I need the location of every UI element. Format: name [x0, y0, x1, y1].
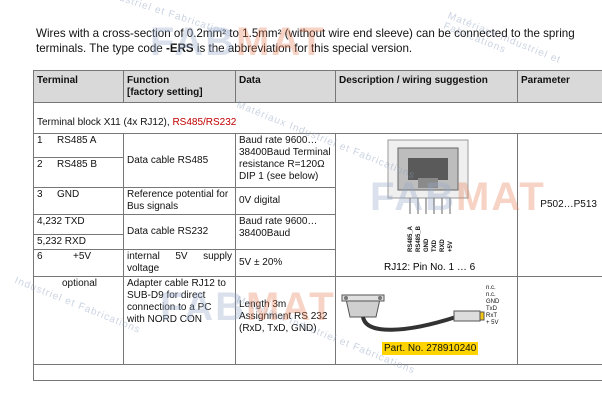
type-code: -ERS [165, 42, 194, 55]
terminal-cell: 5,232 RXD [33, 234, 124, 250]
rj12-caption: RJ12: Pin No. 1 … 6 [384, 262, 476, 273]
table-row-empty [33, 364, 602, 381]
table-row: optional Adapter cable RJ12 to SUB-D9 fo… [33, 276, 602, 365]
table-row: 6+5V internal 5V supply voltage 5V ± 20% [33, 249, 602, 277]
wire-label: GND [486, 299, 500, 305]
pin-label: GND [424, 238, 430, 252]
pin-label: RXD [440, 239, 446, 252]
header-terminal: Terminal [33, 70, 124, 103]
header-data: Data [235, 70, 336, 103]
terminal-cell: optional [33, 276, 124, 365]
header-row: Terminal Function[factory setting] Data … [33, 70, 602, 103]
cable-diagram: n.c. n.c. GND TxD RxT + 5V [341, 285, 500, 332]
intro-line-1: Wires with a cross-section of 0.2mm² to … [36, 27, 575, 40]
parameter-cell-empty [517, 276, 602, 365]
header-parameter: Parameter [517, 70, 602, 103]
data-cell: Baud rate 9600…38400Baud Terminal resist… [235, 133, 336, 188]
parameter-cell: P502…P513 [517, 133, 602, 277]
pin-label: RS485_B [416, 225, 422, 252]
wire-label: TxD [486, 306, 498, 312]
pin-label: TXD [432, 239, 438, 252]
function-cell: Adapter cable RJ12 to SUB-D9 for direct … [123, 276, 236, 365]
rj12-diagram: RS485_A RS485_B GND TXD RXD +5V RJ12: Pi… [384, 139, 476, 273]
table-row: 4,232 TXD Data cable RS232 Baud rate 960… [33, 214, 602, 250]
terminal-table: Terminal Function[factory setting] Data … [33, 70, 602, 381]
data-cell: Length 3m Assignment RS 232 (RxD, TxD, G… [235, 276, 336, 365]
function-cell: Data cable RS232 [123, 214, 236, 250]
function-cell: internal 5V supply voltage [123, 249, 236, 277]
cable-diagram-cell: n.c. n.c. GND TxD RxT + 5V Part. No. 278… [335, 276, 518, 365]
pin-label: RS485_A [408, 225, 414, 252]
intro-line-2a: terminals. The type code [36, 42, 166, 55]
pin-label: +5V [448, 241, 454, 252]
terminal-cell: 6+5V [33, 249, 124, 277]
data-cell: 5V ± 20% [235, 249, 336, 277]
wire-label: RxT [486, 313, 497, 319]
function-cell: Reference potential for Bus signals [123, 187, 236, 215]
terminal-cell: 4,232 TXD [33, 214, 124, 235]
intro-paragraph: Wires with a cross-section of 0.2mm² to … [36, 26, 596, 56]
wire-label: n.c. [486, 292, 496, 298]
intro-line-2c: is the abbreviation for this special ver… [193, 42, 413, 55]
section-row: Terminal block X11 (4x RJ12), RS485/RS23… [33, 102, 602, 134]
function-cell: Data cable RS485 [123, 133, 236, 188]
section-title: Terminal block X11 (4x RJ12), RS485/RS23… [33, 102, 602, 134]
header-function: Function[factory setting] [123, 70, 236, 103]
data-cell: Baud rate 9600…38400Baud [235, 214, 336, 250]
rj12-diagram-cell: RS485_A RS485_B GND TXD RXD +5V RJ12: Pi… [335, 133, 518, 277]
part-number: Part. No. 278910240 [382, 342, 479, 355]
wire-label: n.c. [486, 285, 496, 291]
header-description: Description / wiring suggestion [335, 70, 518, 103]
wire-label: + 5V [486, 320, 499, 326]
empty-cell [33, 364, 602, 381]
data-cell: 0V digital [235, 187, 336, 215]
